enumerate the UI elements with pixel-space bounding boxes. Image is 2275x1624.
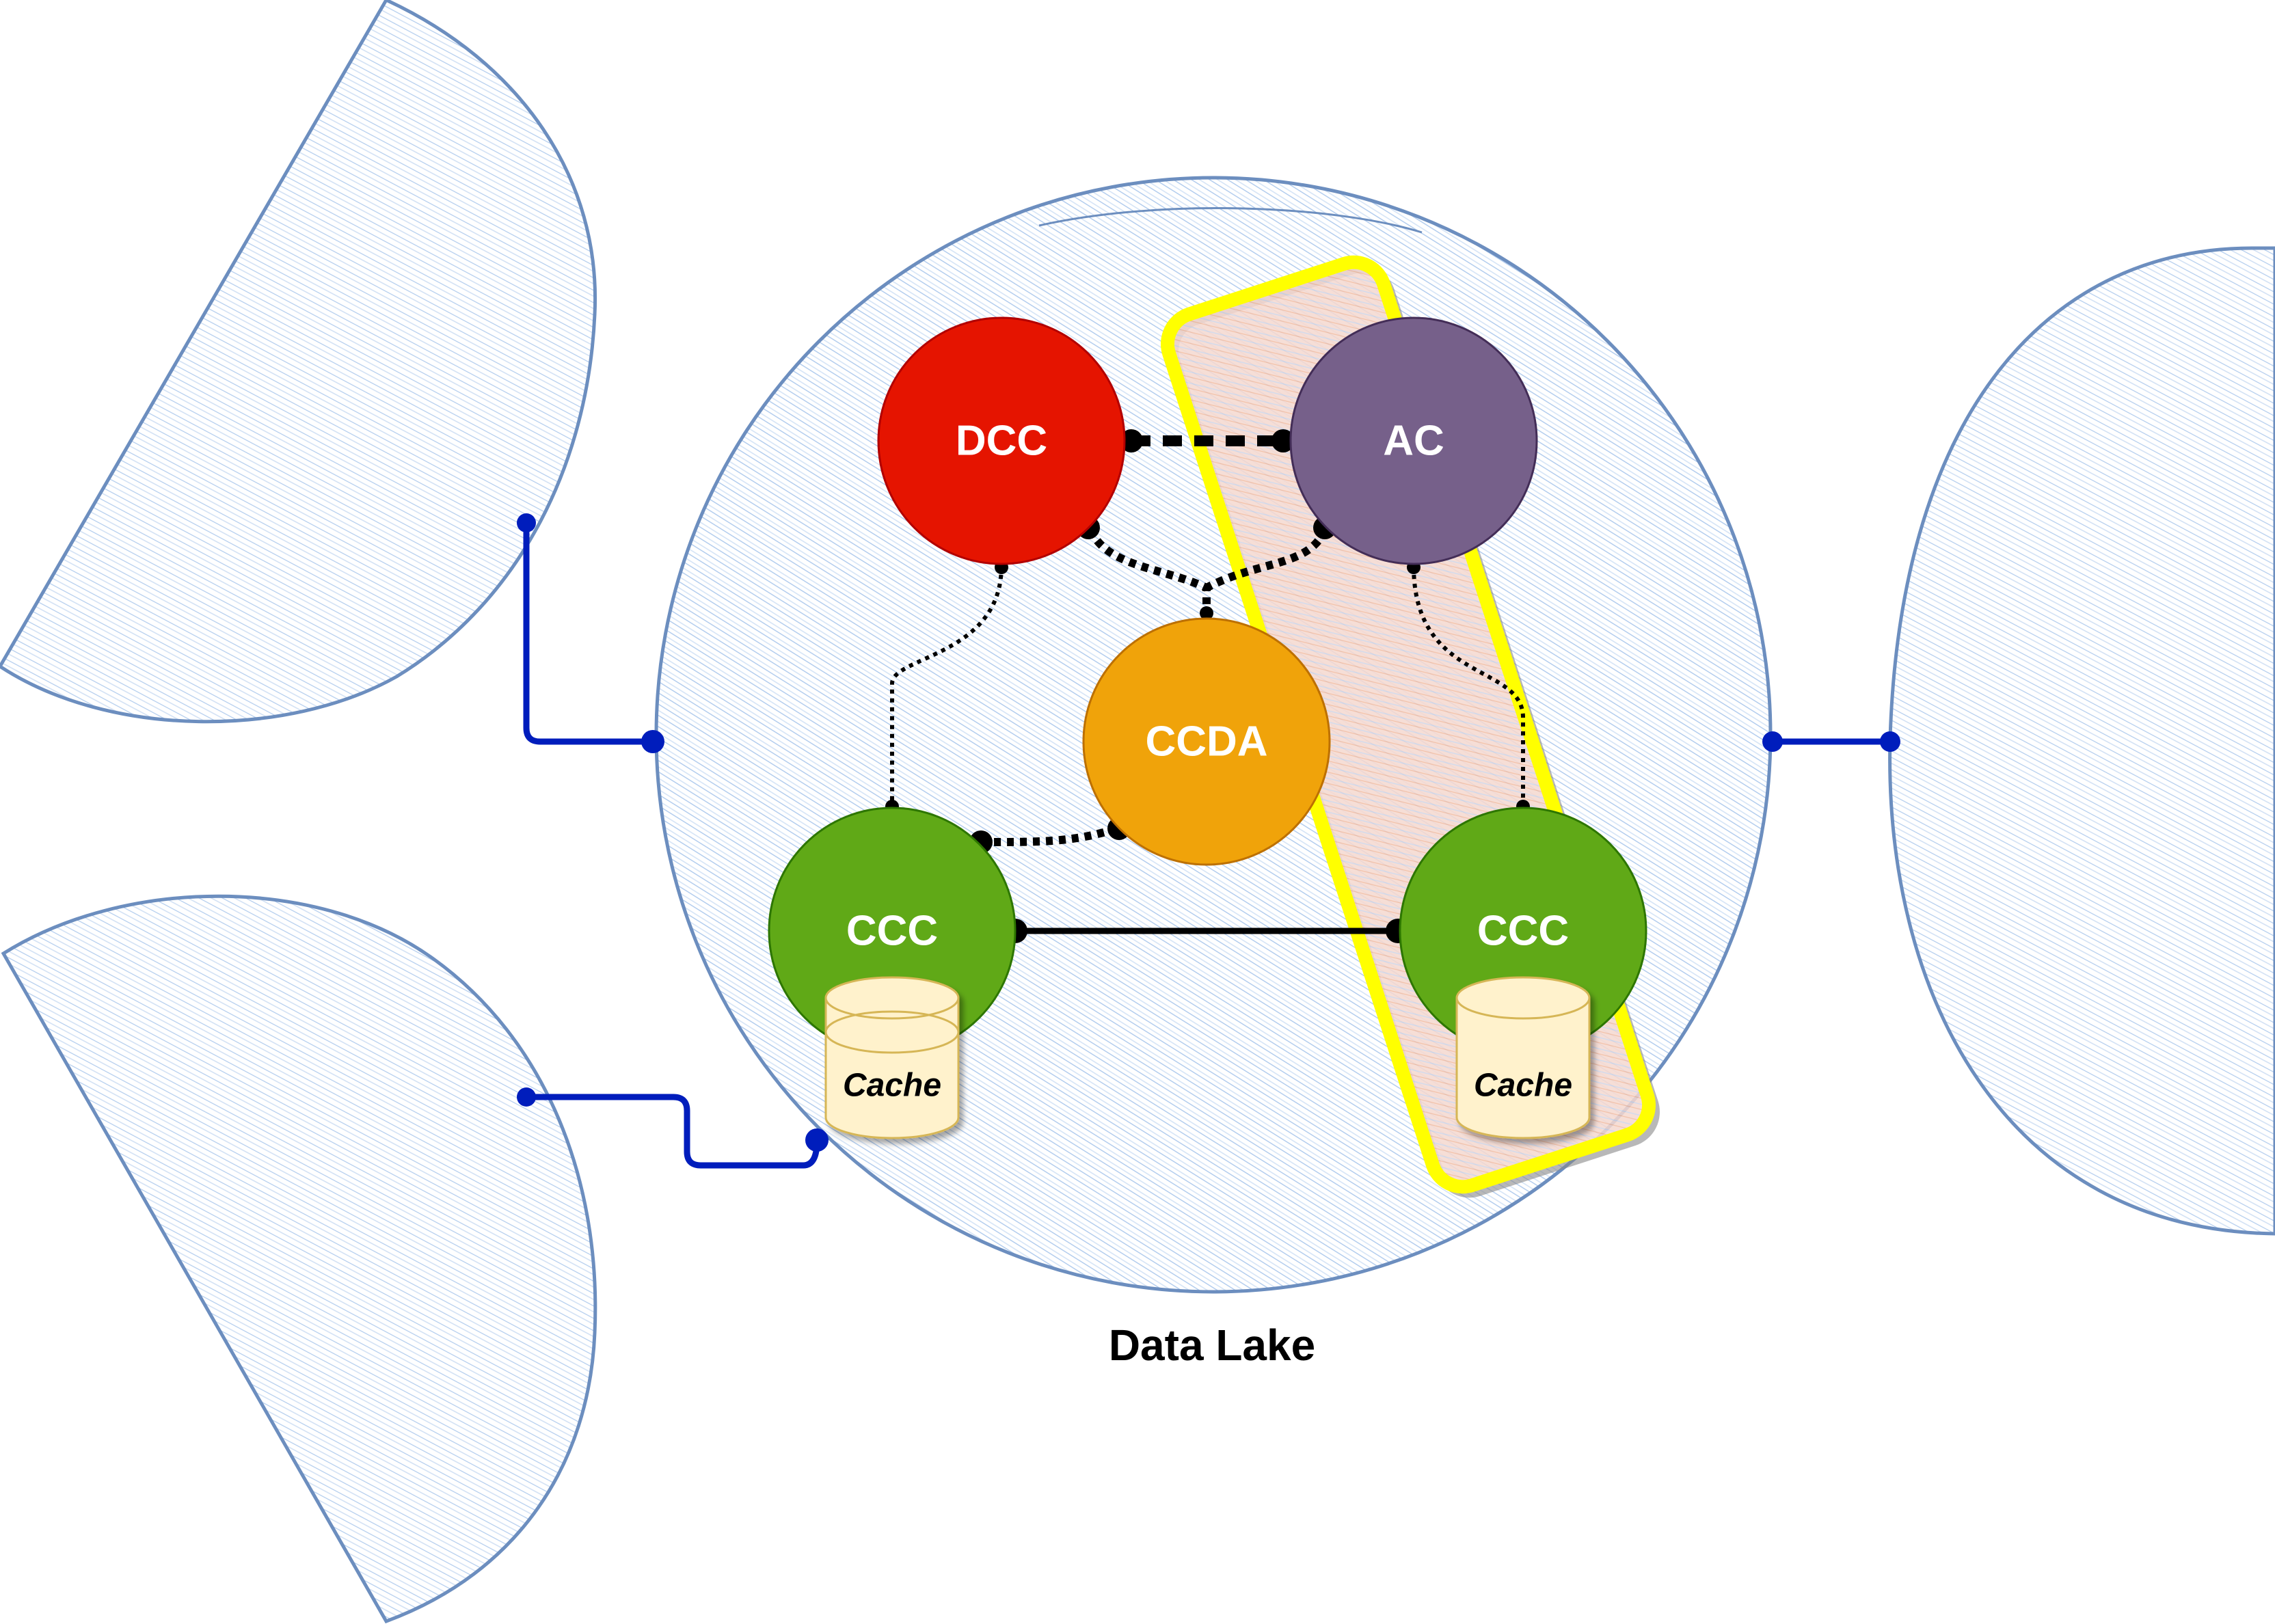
node-dcc-label: DCC	[956, 418, 1047, 465]
cache-left	[824, 976, 960, 1139]
node-ac-label: AC	[1383, 418, 1444, 465]
link-endpoint	[1271, 429, 1295, 452]
node-ccda-label: CCDA	[1145, 718, 1267, 766]
connector-bottom-left	[526, 1094, 820, 1169]
node-ccc-left-label: CCC	[846, 908, 938, 955]
external-domain-right	[1888, 246, 2275, 1236]
node-ac-circle	[1289, 316, 1538, 565]
node-ccc-right-label: CCC	[1477, 908, 1569, 955]
cache-left-body	[824, 997, 960, 1139]
connector-endpoint	[517, 513, 536, 532]
external-connectors	[517, 513, 1900, 1169]
external-domain-bottom-left	[1, 894, 597, 1624]
connector-endpoint	[1762, 731, 1783, 752]
node-ccda-circle	[1082, 617, 1331, 866]
node-dcc: DCC	[877, 316, 1126, 565]
link-dcc-ccc-left	[890, 565, 1004, 807]
link-dcc-ccda	[1086, 528, 1211, 612]
connector-endpoint	[517, 1087, 536, 1107]
connector-endpoint	[805, 1128, 829, 1152]
link-endpoint	[1200, 606, 1213, 620]
cache-right-top	[1455, 976, 1591, 1020]
cache-right	[1455, 976, 1591, 1139]
link-ac-ccda	[1204, 528, 1329, 592]
data-lake-label: Data Lake	[1109, 1321, 1315, 1370]
connector-endpoint	[641, 730, 664, 753]
link-endpoint	[1120, 429, 1143, 452]
node-ccda: CCDA	[1082, 617, 1331, 866]
cache-right-label: Cache	[1474, 1068, 1572, 1104]
connector-endpoint	[1880, 731, 1900, 752]
cache-left-label: Cache	[843, 1068, 941, 1104]
cache-right-body	[1455, 997, 1591, 1139]
external-domain-top-left	[0, 0, 597, 724]
link-ccc-left-ccda	[980, 824, 1119, 846]
node-ac: AC	[1289, 316, 1538, 565]
connector-top-left	[523, 523, 653, 745]
cache-left-top	[824, 976, 960, 1020]
cache-left-rim	[824, 1010, 960, 1054]
data-lake-sketch-stroke	[1038, 207, 1423, 234]
node-dcc-circle	[877, 316, 1126, 565]
